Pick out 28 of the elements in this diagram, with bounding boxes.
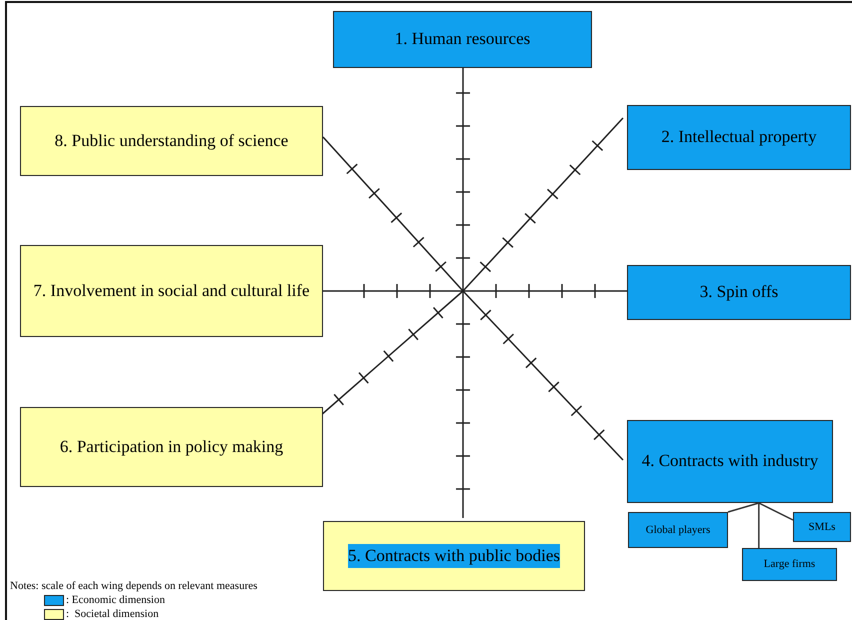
sub-box — [628, 512, 728, 548]
box-label: Global players — [646, 522, 710, 538]
dimension-box — [20, 245, 323, 337]
box-label: 4. Contracts with industry — [642, 450, 818, 472]
sub-box — [742, 548, 837, 581]
box-label: 6. Participation in policy making — [60, 436, 284, 458]
box-label: 3. Spin offs — [700, 281, 778, 304]
dimension-box — [627, 265, 851, 320]
box-label: SMLs — [808, 520, 836, 534]
note-text: Notes: scale of each wing depends on relevant measures — [10, 580, 258, 592]
dimension-box — [627, 105, 851, 170]
box-label: 1. Human resources — [394, 28, 530, 50]
dimension-box — [323, 521, 585, 591]
dimension-box — [333, 11, 592, 68]
connector-line — [758, 502, 794, 521]
connector-line — [728, 502, 760, 513]
connector-line — [758, 503, 760, 548]
box-label: Large firms — [764, 557, 816, 572]
dimension-box — [627, 420, 833, 503]
sub-box — [793, 512, 851, 542]
legend-label: : Societal dimension — [66, 608, 159, 620]
legend-label: : Economic dimension — [66, 594, 165, 606]
box-label: 2. Intellectual property — [661, 126, 817, 148]
dimension-box — [20, 407, 323, 487]
box-label: 5. Contracts with public bodies — [348, 544, 560, 568]
dimension-box — [20, 106, 323, 176]
box-label: 8. Public understanding of science — [54, 130, 288, 152]
box-label: 7. Involvement in social and cultural life — [33, 280, 310, 302]
